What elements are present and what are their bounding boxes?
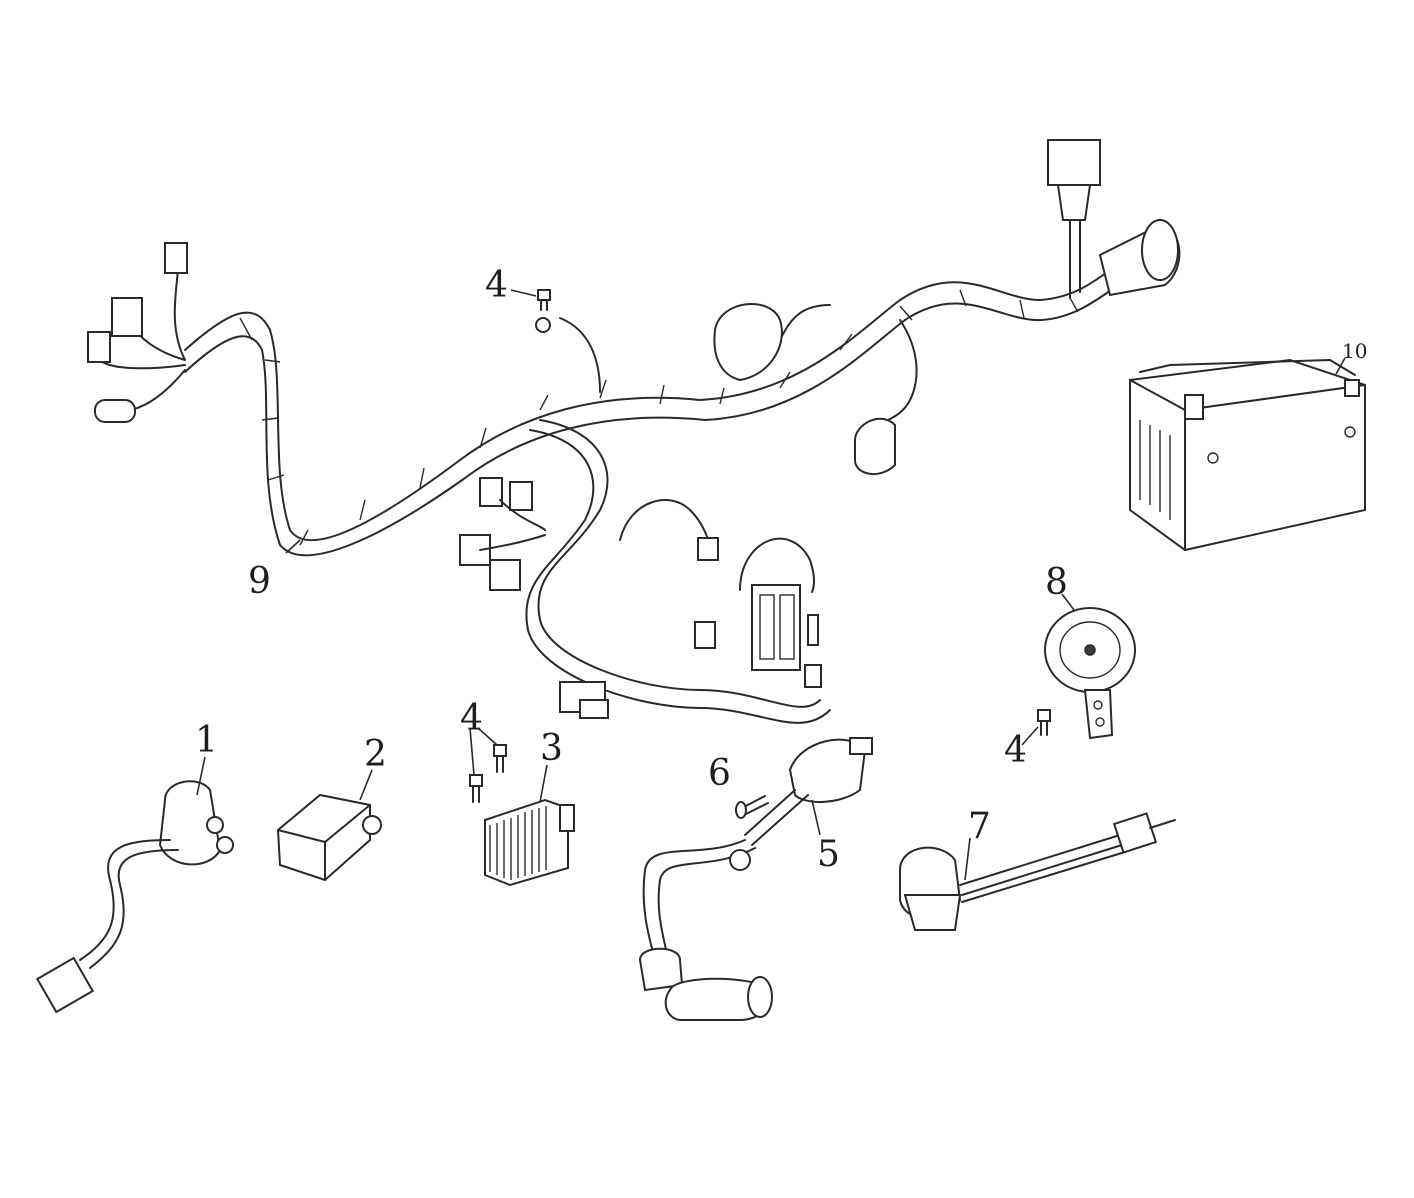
battery bbox=[1129, 358, 1366, 552]
horn bbox=[1044, 607, 1136, 740]
callout-8: 8 bbox=[1045, 562, 1068, 603]
callout-5: 5 bbox=[817, 834, 840, 875]
callout-4-top: 4 bbox=[485, 265, 508, 306]
callout-9: 9 bbox=[248, 561, 271, 602]
callout-labels: 9 1 2 3 4 4 4 5 6 7 8 10 bbox=[195, 265, 1367, 875]
regulator-rectifier bbox=[484, 798, 575, 887]
callout-1: 1 bbox=[195, 720, 218, 761]
bolt-top bbox=[537, 289, 551, 311]
starter-relay bbox=[35, 780, 234, 1014]
ignition-coil bbox=[638, 737, 873, 1021]
sensor-cable bbox=[899, 812, 1176, 931]
leader-lines bbox=[196, 289, 1346, 881]
callout-4-right: 4 bbox=[1004, 730, 1027, 771]
bolt-right bbox=[1037, 709, 1051, 736]
callout-3: 3 bbox=[540, 728, 563, 769]
callout-4-pair: 4 bbox=[460, 698, 483, 739]
relay bbox=[276, 793, 382, 882]
bolt-pair bbox=[469, 744, 507, 803]
callout-10: 10 bbox=[1342, 339, 1367, 363]
callout-6: 6 bbox=[708, 753, 731, 794]
callout-7: 7 bbox=[968, 806, 991, 847]
screw-6 bbox=[735, 795, 769, 819]
wiring-harness bbox=[87, 139, 1181, 724]
callout-2: 2 bbox=[364, 734, 387, 775]
